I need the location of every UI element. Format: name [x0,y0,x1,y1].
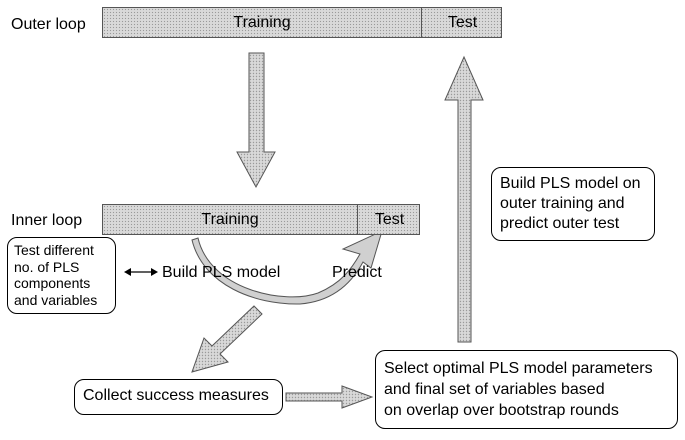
outer-loop-bar: Training Test [102,7,502,38]
select-optimal-box: Select optimal PLS model parameters and … [375,350,678,429]
test-box-line: Test different [14,242,94,258]
right-arrow-collect-to-select [285,385,374,409]
test-box-line: components [14,275,91,291]
select-box-line: and final set of variables based [384,381,605,398]
build-pls-model-label: Build PLS model [162,264,281,281]
inner-loop-label: Inner loop [11,212,83,229]
outer-test-segment: Test [421,8,503,37]
diagonal-arrow-to-collect [191,305,263,373]
select-box-line: on overlap over bootstrap rounds [384,402,619,419]
outer-loop-label: Outer loop [11,16,86,33]
test-box-line: no. of PLS [14,258,80,275]
build-outer-line: outer training and [500,195,625,212]
inner-test-segment: Test [357,205,421,234]
outer-training-segment: Training [233,13,291,31]
select-box-line: Select optimal PLS model parameters [384,360,653,377]
test-different-box: Test different no. of PLS components and… [7,237,116,314]
inner-training-segment: Training [201,210,259,228]
curved-arrow-train-to-test [191,230,383,305]
build-outer-box: Build PLS model on outer training and pr… [491,167,655,241]
double-arrow-icon [124,268,158,276]
collect-success-box: Collect success measures [74,379,283,415]
build-outer-line: Build PLS model on [500,175,641,192]
test-box-line: and variables [14,291,98,308]
predict-label: Predict [332,264,382,281]
build-outer-line: predict outer test [500,215,620,232]
inner-loop-bar: Training Test [102,204,420,235]
collect-success-text: Collect success measures [83,387,269,404]
down-arrow-outer-to-inner [236,52,276,189]
up-arrow-to-outer-test [444,55,484,343]
